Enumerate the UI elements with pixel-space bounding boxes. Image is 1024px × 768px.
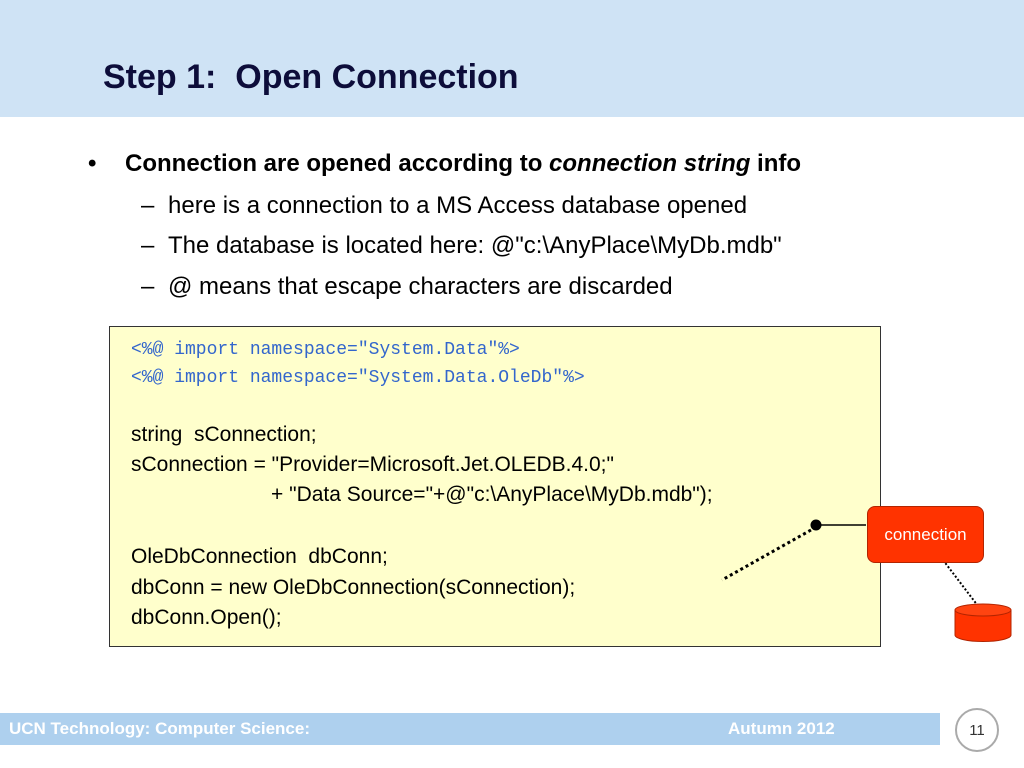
slide-title: Step 1: Open Connection (103, 58, 519, 96)
footer-bar: UCN Technology: Computer Science: Autumn… (0, 713, 940, 745)
footer-term: Autumn 2012 (728, 719, 835, 738)
sub-bullet-marker: – (141, 273, 155, 300)
code-line: OleDbConnection dbConn; (131, 545, 388, 568)
main-bullet-text-end: info (750, 150, 802, 177)
page-number: 11 (969, 721, 985, 739)
bullet-marker: • (88, 150, 97, 177)
sub-bullet-text: here is a connection to a MS Access data… (168, 192, 748, 219)
db-connector-dotted-line (942, 559, 979, 607)
connector-dotted-line (721, 528, 812, 582)
sub-bullet: – @ means that escape characters are dis… (141, 273, 673, 357)
code-line: + "Data Source="+@"c:\AnyPlace\MyDb.mdb"… (131, 483, 713, 506)
code-line: dbConn.Open(); (131, 606, 282, 629)
sub-bullet: – The database is located here: @"c:\Any… (141, 232, 782, 316)
main-bullet-emphasis: connection string (549, 150, 751, 177)
main-bullet-text-start: Connection are opened according to (125, 150, 550, 177)
code-line: sConnection = "Provider=Microsoft.Jet.OL… (131, 453, 614, 476)
page-number-badge: 11 (955, 708, 999, 752)
sub-bullet-text: The database is located here: @"c:\AnyPl… (168, 232, 782, 259)
connection-label: connection (884, 524, 967, 544)
sub-bullet-text: @ means that escape characters are disca… (168, 273, 673, 300)
connector-dot (810, 519, 822, 531)
main-bullet-text: Connection are opened according to conne… (125, 150, 801, 178)
sub-bullet-marker: – (141, 192, 155, 219)
connection-box: connection (867, 506, 984, 563)
code-import-line: <%@ import namespace="System.Data.OleDb"… (131, 368, 585, 388)
sub-bullet: – here is a connection to a MS Access da… (141, 192, 747, 276)
main-bullet: • Connection are opened according to con… (88, 150, 801, 234)
title-band: Step 1: Open Connection (0, 0, 1024, 117)
code-line: string sConnection; (131, 423, 317, 446)
code-line: dbConn = new OleDbConnection(sConnection… (131, 576, 576, 599)
code-sample-box: <%@ import namespace="System.Data"%> <%@… (109, 326, 881, 647)
database-icon (954, 603, 1012, 642)
footer-course: UCN Technology: Computer Science: (9, 719, 310, 738)
code-import-line: <%@ import namespace="System.Data"%> (131, 340, 520, 360)
sub-bullet-marker: – (141, 232, 155, 259)
